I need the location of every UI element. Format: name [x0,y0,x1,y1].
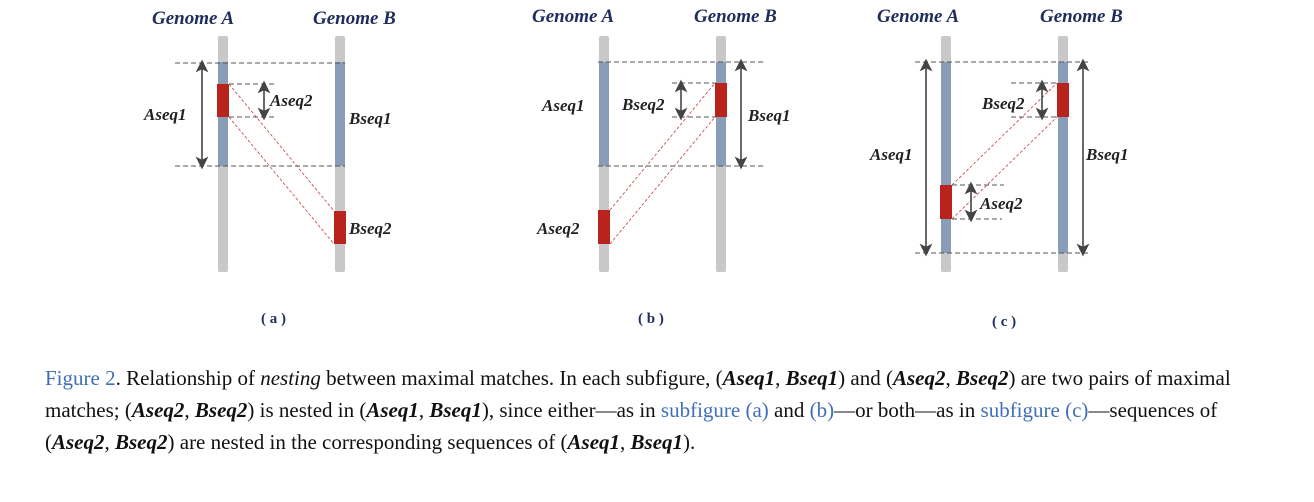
subfigure-c-link[interactable]: subfigure (c) [980,398,1089,422]
caption-text: , [418,398,430,422]
aseq2-segment [217,84,229,117]
figure-caption: Figure 2. Relationship of nesting betwee… [45,362,1275,458]
caption-term: Bseq1 [429,398,482,422]
caption-term: Aseq2 [52,430,105,454]
subfigure-a-link[interactable]: subfigure (a) [660,398,769,422]
caption-term: Aseq2 [892,366,946,390]
caption-text: , [775,366,786,390]
genome-a-title: Genome A [152,8,234,29]
caption-text: , [620,430,631,454]
bseq1-label: Bseq1 [1085,145,1129,164]
aseq2-label: Aseq2 [269,91,313,110]
bseq1-segment [335,62,345,166]
caption-text: . Relationship of [115,366,261,390]
aseq2-segment [940,185,952,219]
panel-b: Genome A Genome B Aseq1 Aseq2 Bseq1 Bseq… [532,6,791,327]
figure-reference-link[interactable]: Figure 2 [45,366,116,390]
caption-text: ) and ( [838,366,893,390]
caption-text: ) is nested in ( [247,398,367,422]
caption-text: —or both—as in [834,398,981,422]
caption-text: between maximal matches. In each subfigu… [320,366,723,390]
caption-text: , [945,366,956,390]
genome-a-title: Genome A [877,6,959,27]
caption-text: —sequences of ( [45,398,1218,454]
caption-text: ) are nested in the corresponding sequen… [167,430,568,454]
caption-term: Bseq2 [955,366,1009,390]
panel-label-a: ( a ) [261,311,286,327]
aseq1-label: Aseq1 [541,96,585,115]
caption-term: Aseq1 [722,366,776,390]
genome-b-title: Genome B [694,6,777,27]
caption-text: , [184,398,195,422]
bseq2-label: Bseq2 [348,219,392,238]
figure-diagram: Genome A Genome B Aseq1 Aseq2 Bseq1 Bseq… [143,6,1129,330]
caption-term: Bseq2 [194,398,248,422]
caption-emphasis: nesting [260,366,321,390]
aseq1-label: Aseq1 [143,105,187,124]
genome-a-title: Genome A [532,6,614,27]
aseq1-segment [599,62,609,166]
caption-term: Aseq1 [366,398,419,422]
caption-text: ), since either—as in [481,398,661,422]
caption-term: Bseq1 [630,430,684,454]
bseq2-label: Bseq2 [621,95,665,114]
caption-term: Bseq2 [115,430,168,454]
genome-b-title: Genome B [313,8,396,29]
panel-label-c: ( c ) [992,314,1016,330]
caption-text: ) are two pairs of maximal matches; ( [45,366,1231,422]
aseq2-label: Aseq2 [536,219,580,238]
aseq2-segment [598,210,610,244]
panel-c: Genome A Genome B Aseq1 Aseq2 Bseq1 Bseq… [869,6,1129,330]
genome-b-title: Genome B [1040,6,1123,27]
panel-a: Genome A Genome B Aseq1 Aseq2 Bseq1 Bseq… [143,8,396,327]
aseq2-label: Aseq2 [979,194,1023,213]
bseq2-segment [334,211,346,244]
caption-text: and [768,398,810,422]
caption-term: Bseq1 [785,366,839,390]
aseq1-label: Aseq1 [869,145,913,164]
bseq1-segment [1058,62,1068,253]
subfigure-b-link[interactable]: (b) [809,398,835,422]
bseq1-label: Bseq1 [747,106,791,125]
bseq2-segment [715,83,727,117]
caption-text: , [104,430,115,454]
bseq1-label: Bseq1 [348,109,392,128]
panel-label-b: ( b ) [638,311,664,327]
caption-term: Aseq1 [567,430,621,454]
bseq2-label: Bseq2 [981,94,1025,113]
caption-text: ). [683,430,696,454]
aseq1-segment [941,62,951,253]
bseq2-segment [1057,83,1069,117]
caption-term: Aseq2 [131,398,185,422]
